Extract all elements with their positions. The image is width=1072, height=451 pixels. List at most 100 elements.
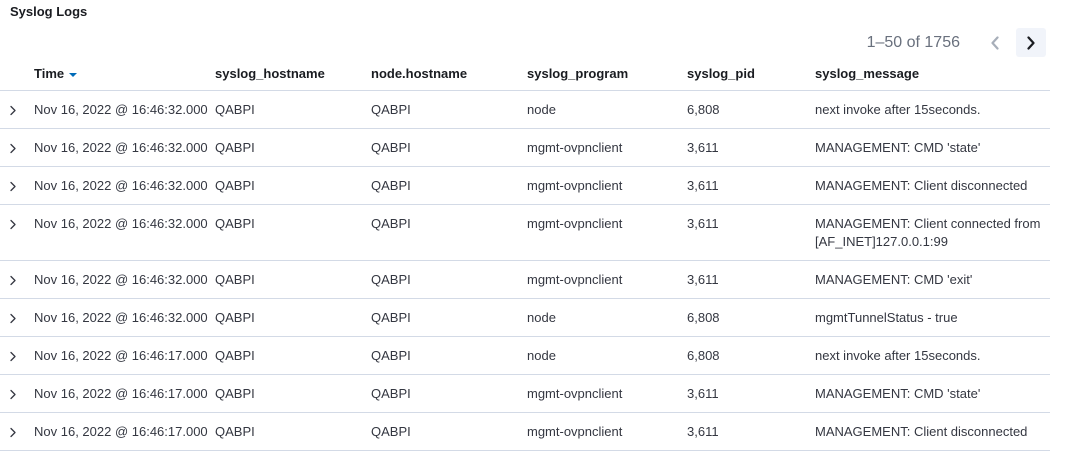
cell-hostname: QABPI	[215, 336, 371, 375]
row-expand-cell	[0, 374, 34, 413]
chevron-left-icon	[991, 35, 999, 50]
chevron-right-icon	[9, 104, 17, 119]
pagination-range-label: 1–50 of 1756	[866, 33, 960, 51]
cell-node-hostname: QABPI	[371, 166, 527, 205]
table-header-row: Time syslog_hostname node.hostname syslo…	[0, 57, 1050, 91]
cell-message: MANAGEMENT: CMD 'state'	[815, 128, 1050, 167]
chevron-right-icon	[9, 388, 17, 403]
expand-row-button[interactable]	[9, 311, 17, 329]
cell-time: Nov 16, 2022 @ 16:46:32.000	[34, 166, 215, 205]
cell-hostname: QABPI	[215, 204, 371, 261]
column-header-syslog-pid[interactable]: syslog_pid	[687, 57, 815, 91]
cell-time: Nov 16, 2022 @ 16:46:32.000	[34, 128, 215, 167]
cell-hostname: QABPI	[215, 260, 371, 299]
cell-pid: 3,611	[687, 260, 815, 299]
row-expand-cell	[0, 128, 34, 167]
expand-column-header	[0, 57, 34, 91]
expand-row-button[interactable]	[9, 273, 17, 291]
chevron-right-icon	[9, 180, 17, 195]
cell-program: node	[527, 336, 687, 375]
row-expand-cell	[0, 204, 34, 261]
column-header-node-hostname[interactable]: node.hostname	[371, 57, 527, 91]
cell-program: node	[527, 298, 687, 337]
cell-program: mgmt-ovpnclient	[527, 374, 687, 413]
cell-time: Nov 16, 2022 @ 16:46:32.000	[34, 298, 215, 337]
next-page-button[interactable]	[1016, 28, 1046, 57]
cell-hostname: QABPI	[215, 90, 371, 129]
expand-row-button[interactable]	[9, 387, 17, 405]
pagination: 1–50 of 1756	[867, 28, 1046, 57]
cell-time: Nov 16, 2022 @ 16:46:32.000	[34, 260, 215, 299]
cell-hostname: QABPI	[215, 374, 371, 413]
column-header-syslog-message[interactable]: syslog_message	[815, 57, 1050, 91]
panel-title: Syslog Logs	[10, 4, 88, 19]
cell-node-hostname: QABPI	[371, 260, 527, 299]
cell-node-hostname: QABPI	[371, 374, 527, 413]
cell-message: next invoke after 15seconds.	[815, 336, 1050, 375]
column-header-time[interactable]: Time	[34, 57, 215, 91]
cell-hostname: QABPI	[215, 412, 371, 451]
cell-program: node	[527, 90, 687, 129]
sort-descending-icon[interactable]	[69, 72, 78, 77]
cell-message: MANAGEMENT: CMD 'exit'	[815, 260, 1050, 299]
cell-program: mgmt-ovpnclient	[527, 128, 687, 167]
cell-node-hostname: QABPI	[371, 412, 527, 451]
cell-pid: 3,611	[687, 128, 815, 167]
cell-hostname: QABPI	[215, 128, 371, 167]
logs-table: Time syslog_hostname node.hostname syslo…	[0, 57, 1050, 451]
cell-time: Nov 16, 2022 @ 16:46:32.000	[34, 204, 215, 261]
cell-time: Nov 16, 2022 @ 16:46:17.000	[34, 374, 215, 413]
column-header-time-label: Time	[34, 66, 65, 81]
cell-program: mgmt-ovpnclient	[527, 260, 687, 299]
row-expand-cell	[0, 412, 34, 451]
expand-row-button[interactable]	[9, 349, 17, 367]
cell-time: Nov 16, 2022 @ 16:46:17.000	[34, 412, 215, 451]
row-expand-cell	[0, 166, 34, 205]
cell-hostname: QABPI	[215, 166, 371, 205]
cell-pid: 3,611	[687, 204, 815, 261]
cell-message: MANAGEMENT: Client disconnected	[815, 166, 1050, 205]
cell-program: mgmt-ovpnclient	[527, 412, 687, 451]
cell-time: Nov 16, 2022 @ 16:46:17.000	[34, 336, 215, 375]
expand-row-button[interactable]	[9, 217, 17, 235]
cell-message: next invoke after 15seconds.	[815, 90, 1050, 129]
cell-pid: 3,611	[687, 166, 815, 205]
cell-pid: 6,808	[687, 90, 815, 129]
cell-node-hostname: QABPI	[371, 298, 527, 337]
cell-node-hostname: QABPI	[371, 336, 527, 375]
previous-page-button[interactable]	[980, 28, 1010, 57]
cell-node-hostname: QABPI	[371, 204, 527, 261]
cell-pid: 3,611	[687, 412, 815, 451]
chevron-right-icon	[9, 142, 17, 157]
cell-message: mgmtTunnelStatus - true	[815, 298, 1050, 337]
expand-row-button[interactable]	[9, 141, 17, 159]
cell-pid: 3,611	[687, 374, 815, 413]
row-expand-cell	[0, 336, 34, 375]
cell-time: Nov 16, 2022 @ 16:46:32.000	[34, 90, 215, 129]
cell-node-hostname: QABPI	[371, 128, 527, 167]
chevron-right-icon	[9, 274, 17, 289]
cell-pid: 6,808	[687, 298, 815, 337]
cell-message: MANAGEMENT: Client disconnected	[815, 412, 1050, 451]
column-header-syslog-program[interactable]: syslog_program	[527, 57, 687, 91]
expand-row-button[interactable]	[9, 103, 17, 121]
column-header-syslog-hostname[interactable]: syslog_hostname	[215, 57, 371, 91]
cell-hostname: QABPI	[215, 298, 371, 337]
expand-row-button[interactable]	[9, 179, 17, 197]
cell-message: MANAGEMENT: Client connected from [AF_IN…	[815, 204, 1050, 261]
chevron-right-icon	[9, 426, 17, 441]
expand-row-button[interactable]	[9, 425, 17, 443]
cell-program: mgmt-ovpnclient	[527, 204, 687, 261]
row-expand-cell	[0, 90, 34, 129]
row-expand-cell	[0, 260, 34, 299]
